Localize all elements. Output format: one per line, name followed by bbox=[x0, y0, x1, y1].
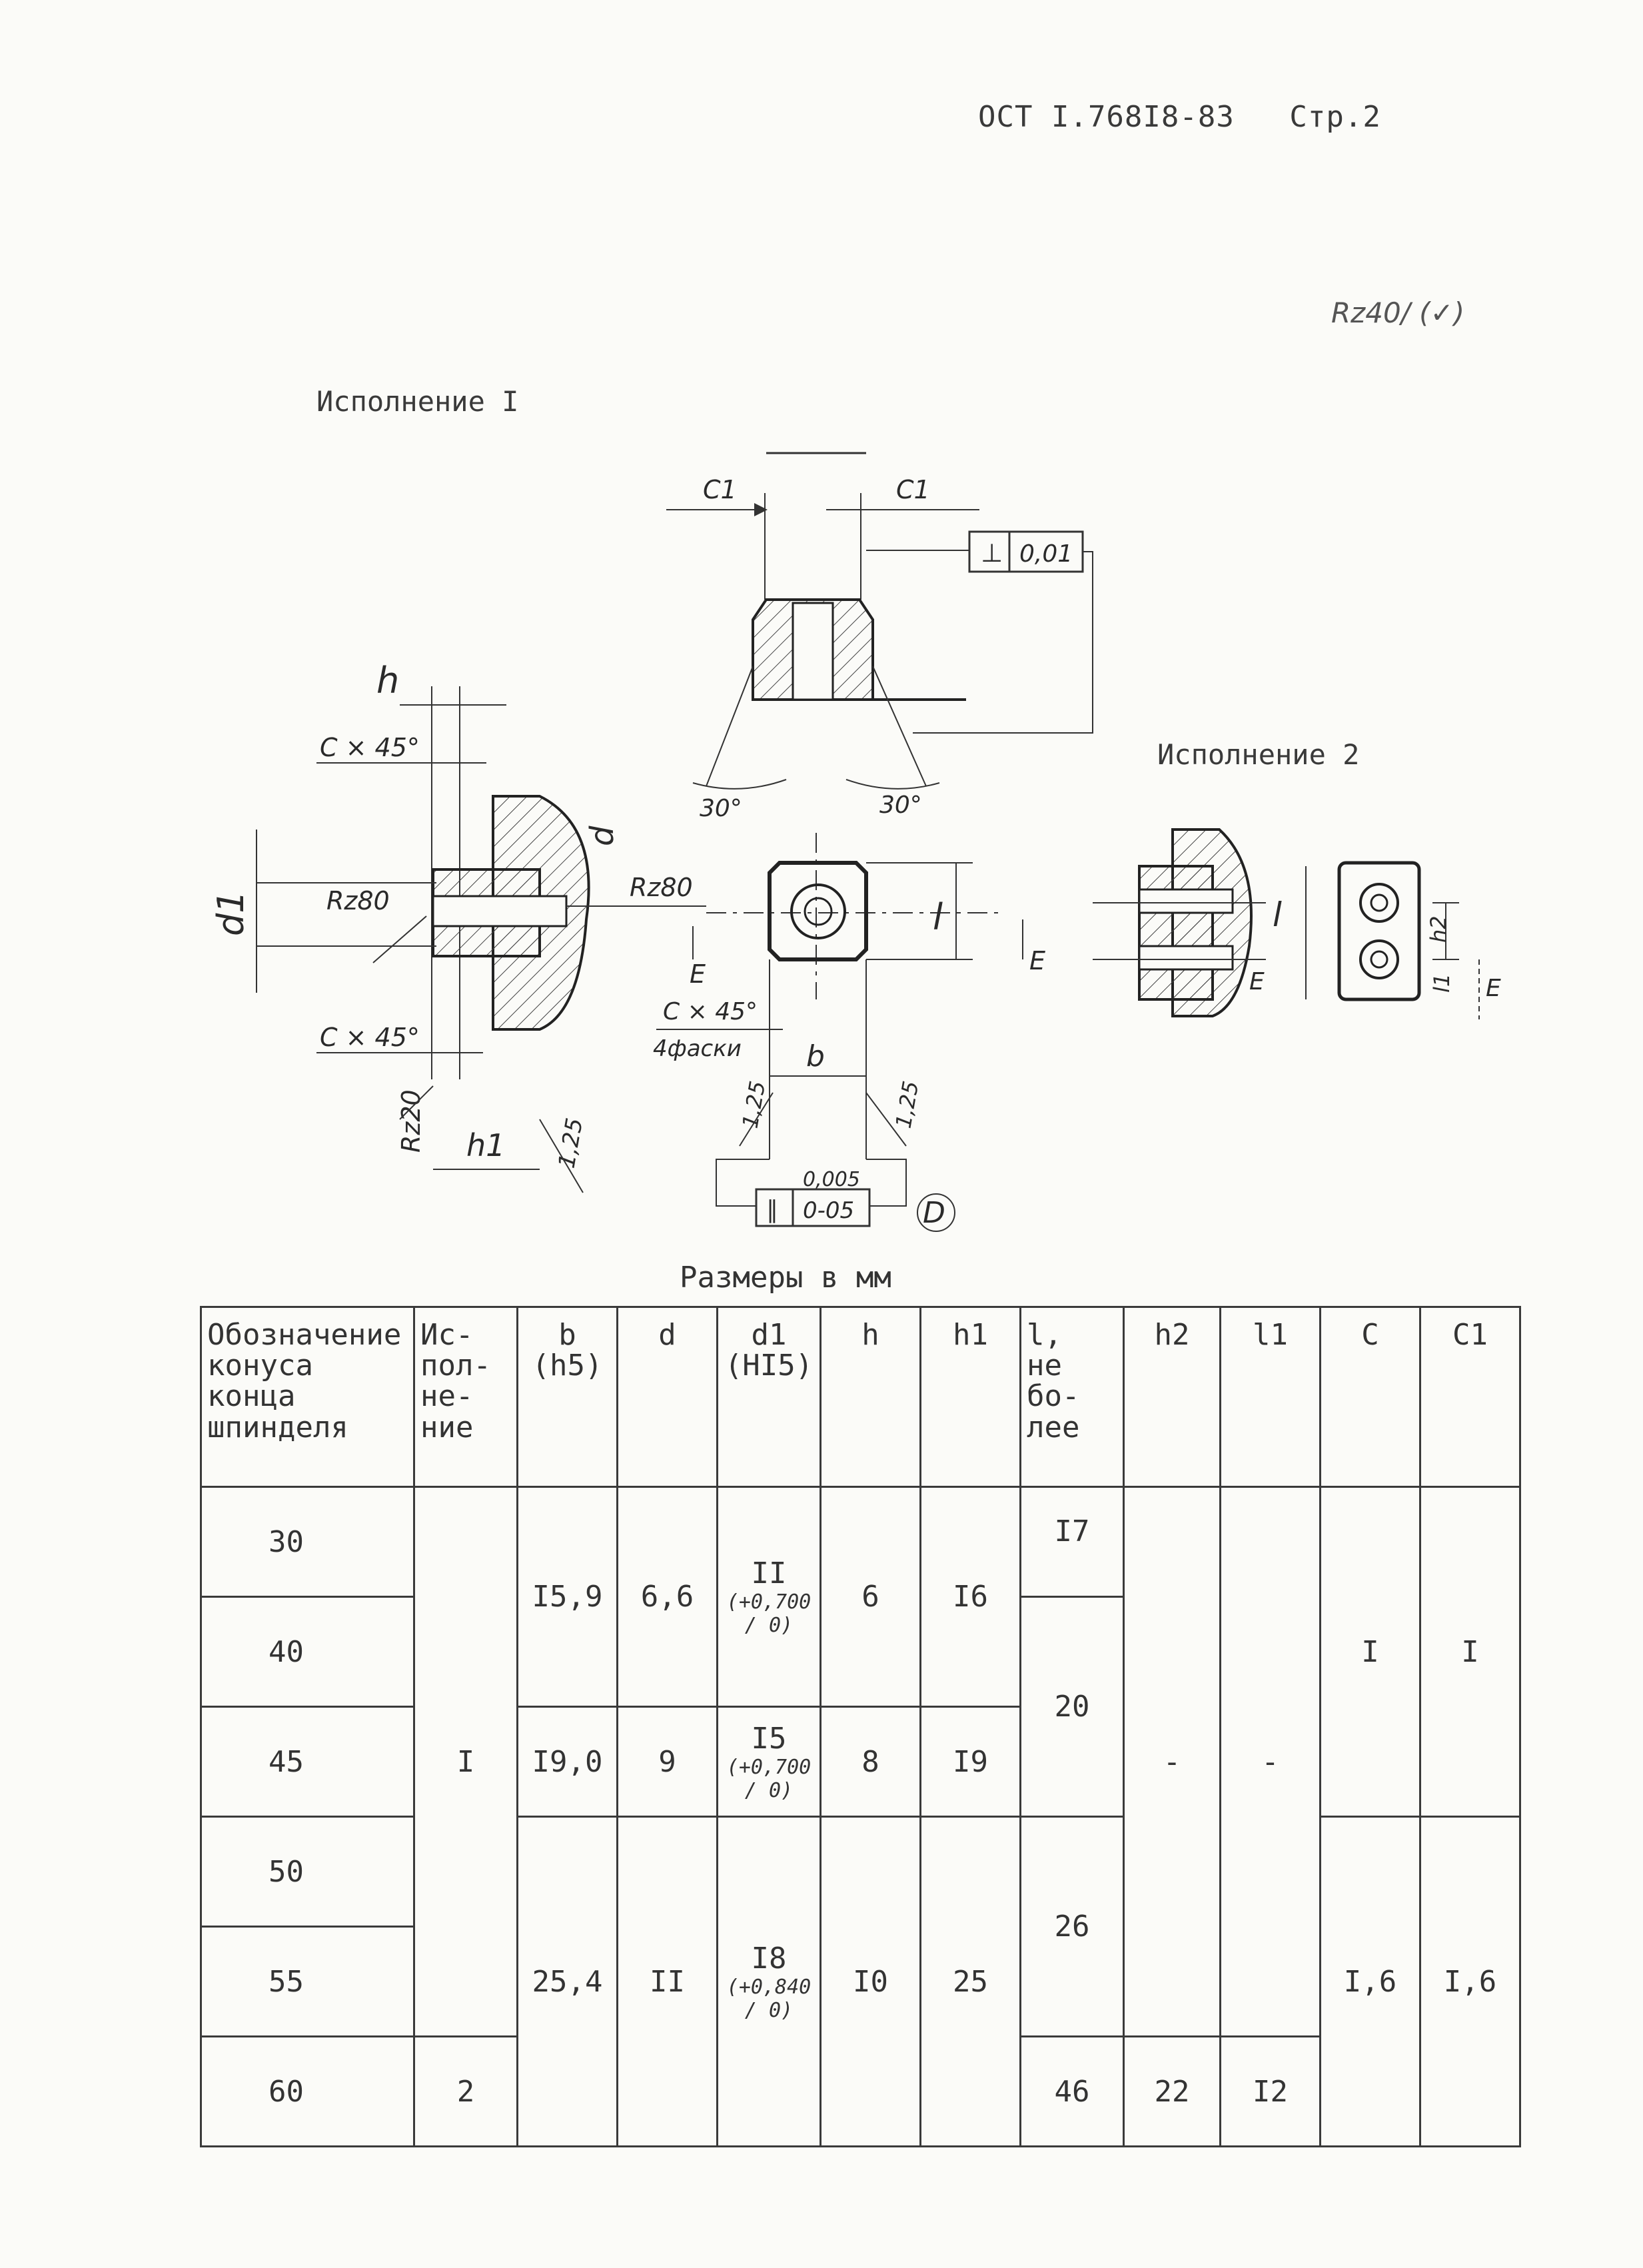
cone-50: 50 bbox=[200, 1816, 415, 1928]
h-3: I0 bbox=[820, 1816, 921, 2147]
front-view: l E E C × 45° 4фаски b 1,25 1,25 ∥ 0-05 … bbox=[653, 833, 1045, 1232]
h1-2: I9 bbox=[919, 1706, 1021, 1818]
header-cone: Обозначение конуса конца шпинделя bbox=[200, 1306, 415, 1488]
d1-2: I5(+0,700 / 0) bbox=[716, 1706, 821, 1818]
exec2-views: l E h2 l1 E bbox=[1093, 828, 1501, 1019]
roughness-note: Rz40/ (✓) bbox=[1331, 296, 1465, 329]
d-1: 6,6 bbox=[616, 1486, 718, 1708]
exec-1: I bbox=[413, 1486, 518, 2037]
tolerance-value: 0,01 bbox=[1019, 540, 1073, 568]
c1-1: I bbox=[1419, 1486, 1521, 1818]
exec2-l1-label: l1 bbox=[1429, 973, 1454, 993]
chamfer-label: C × 45° bbox=[663, 998, 758, 1025]
cone-60: 60 bbox=[200, 2035, 415, 2147]
header-h2: h2 bbox=[1123, 1306, 1221, 1488]
b-3: 25,4 bbox=[516, 1816, 618, 2147]
d1-label: d1 bbox=[210, 890, 252, 936]
h-2: 8 bbox=[820, 1706, 921, 1818]
d1-1: II(+0,700 / 0) bbox=[716, 1486, 821, 1708]
r125-b-right-label: 1,25 bbox=[891, 1079, 924, 1131]
header-b: b(h5) bbox=[516, 1306, 618, 1488]
d-3: II bbox=[616, 1816, 718, 2147]
table-caption: Размеры в мм bbox=[680, 1261, 891, 1295]
e-left-label: E bbox=[690, 959, 706, 989]
c-1: I bbox=[1319, 1486, 1421, 1818]
header-h1: h1 bbox=[919, 1306, 1021, 1488]
header-c: C bbox=[1319, 1306, 1421, 1488]
exec1-title: Исполнение I bbox=[316, 385, 519, 418]
header-d1: d1(HI5) bbox=[716, 1306, 821, 1488]
exec-2: 2 bbox=[413, 2035, 518, 2147]
cone-45: 45 bbox=[200, 1706, 415, 1818]
l-1: I7 bbox=[1019, 1486, 1125, 1598]
l-2: 20 bbox=[1019, 1596, 1125, 1818]
c1-left-label: C1 bbox=[703, 475, 737, 504]
dimensions-table: Обозначение конуса конца шпинделя Ис- по… bbox=[200, 1306, 1521, 2147]
h-label: h bbox=[376, 660, 399, 702]
e-right-label: E bbox=[1029, 946, 1045, 975]
h2-1: - bbox=[1123, 1486, 1221, 2037]
exec2-e-right: E bbox=[1486, 975, 1501, 1002]
header-d: d bbox=[616, 1306, 718, 1488]
l1-1: - bbox=[1219, 1486, 1321, 2037]
h1-label: h1 bbox=[466, 1127, 505, 1163]
section-ee: C1 C1 ⊥ 0,01 30° 30° bbox=[666, 452, 1093, 822]
h-1: 6 bbox=[820, 1486, 921, 1708]
c1-right-label: C1 bbox=[896, 475, 930, 504]
b-label: b bbox=[806, 1039, 825, 1073]
h1-3: 25 bbox=[919, 1816, 1021, 2147]
technical-drawing: C1 C1 ⊥ 0,01 30° 30° h C × 45° d d1 bbox=[210, 452, 1501, 1232]
header-exec: Ис- пол- не- ние bbox=[413, 1306, 518, 1488]
angle-left-label: 30° bbox=[700, 795, 742, 822]
tolerance-symbol: ⊥ bbox=[981, 538, 1003, 568]
rz20-label: Rz20 bbox=[396, 1089, 426, 1153]
d-2: 9 bbox=[616, 1706, 718, 1818]
doc-code: ОСТ I.768I8-83 bbox=[978, 100, 1235, 134]
exec2-l-label: l bbox=[1273, 895, 1282, 934]
chamfer-note: 4фаски bbox=[653, 1035, 742, 1062]
rz80-right-label: Rz80 bbox=[630, 873, 693, 902]
header-l1: l1 bbox=[1219, 1306, 1321, 1488]
parallel-note: 0,005 bbox=[803, 1168, 860, 1191]
page-number: Стр.2 bbox=[1289, 100, 1381, 134]
h2-2: 22 bbox=[1123, 2035, 1221, 2147]
header-l: l,не бо- лее bbox=[1019, 1306, 1125, 1488]
rz80-left-label: Rz80 bbox=[326, 886, 390, 915]
header-c1: C1 bbox=[1419, 1306, 1521, 1488]
l1-2: I2 bbox=[1219, 2035, 1321, 2147]
l-label: l bbox=[933, 896, 943, 938]
cone-30: 30 bbox=[200, 1486, 415, 1598]
header-h: h bbox=[820, 1306, 921, 1488]
d-label: d bbox=[584, 826, 621, 846]
document-header: ОСТ I.768I8-83 Стр.2 bbox=[978, 100, 1381, 134]
c-2: I,6 bbox=[1319, 1816, 1421, 2147]
l-3: 26 bbox=[1019, 1816, 1125, 2037]
circle-mark: D bbox=[923, 1196, 945, 1230]
exec2-title: Исполнение 2 bbox=[1157, 738, 1360, 771]
r125-left-label: 1,25 bbox=[554, 1116, 589, 1170]
exec2-h2-label: h2 bbox=[1426, 915, 1451, 943]
b-2: I9,0 bbox=[516, 1706, 618, 1818]
b-1: I5,9 bbox=[516, 1486, 618, 1708]
cx45-bottom-label: C × 45° bbox=[320, 1023, 420, 1052]
h1-1: I6 bbox=[919, 1486, 1021, 1708]
c1-2: I,6 bbox=[1419, 1816, 1521, 2147]
exec2-e-left: E bbox=[1249, 968, 1265, 995]
l-4: 46 bbox=[1019, 2035, 1125, 2147]
parallel-value: 0-05 bbox=[803, 1197, 854, 1224]
cx45-top-label: C × 45° bbox=[320, 733, 420, 762]
cone-55: 55 bbox=[200, 1926, 415, 2037]
exec1-side-view: h C × 45° d d1 Rz80 Rz80 C × 45° Rz20 h1… bbox=[210, 660, 706, 1193]
cone-40: 40 bbox=[200, 1596, 415, 1708]
parallel-symbol: ∥ bbox=[766, 1197, 778, 1224]
angle-right-label: 30° bbox=[879, 792, 922, 819]
d1-3: I8(+0,840 / 0) bbox=[716, 1816, 821, 2147]
